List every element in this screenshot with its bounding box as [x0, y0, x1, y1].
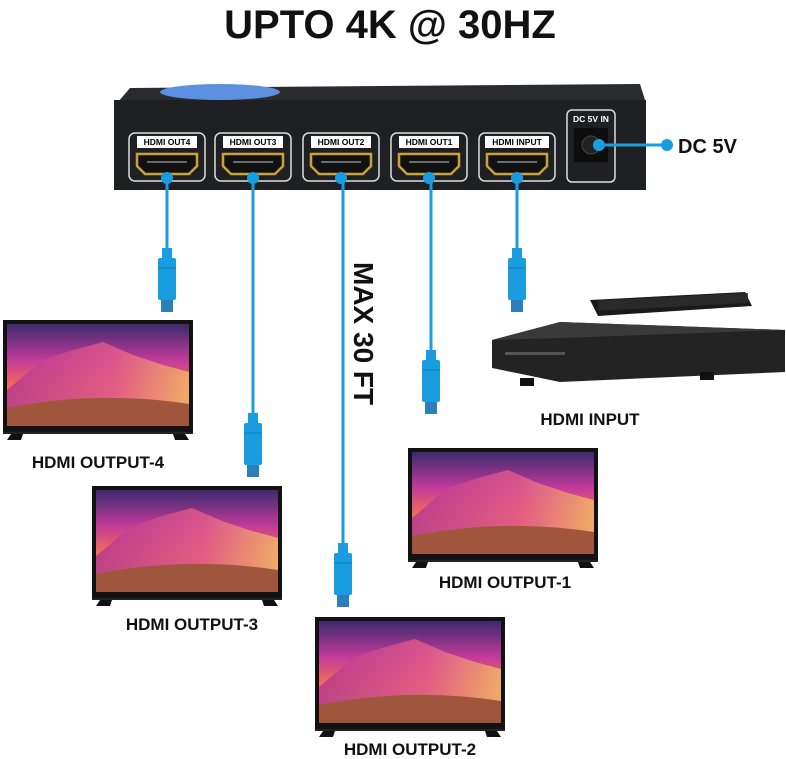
- hdmi-plug-input: [507, 247, 527, 313]
- svg-text:HDMI INPUT: HDMI INPUT: [492, 137, 542, 147]
- port-input: HDMI INPUT: [477, 131, 557, 183]
- hdmi-plug-out4: [157, 247, 177, 313]
- label-output-1: HDMI OUTPUT-1: [439, 573, 571, 592]
- title: UPTO 4K @ 30HZ: [224, 3, 556, 47]
- power-port-label: DC 5V IN: [573, 114, 609, 124]
- cable-length-note: MAX 30 FT: [348, 262, 379, 405]
- hdmi-plug-out1: [421, 349, 441, 415]
- hdmi-plug-out3: [243, 412, 263, 478]
- dvd-player: [492, 292, 785, 386]
- power-connector: DC 5V: [593, 136, 738, 158]
- tv-output-1: [408, 448, 598, 568]
- tv-output-3: [92, 486, 282, 606]
- svg-text:HDMI OUT3: HDMI OUT3: [230, 137, 277, 147]
- hdmi-splitter-device: DC 5V IN HDMI OUT4 HDMI OUT3 HDMI OUT2 H…: [114, 84, 646, 190]
- label-output-4: HDMI OUTPUT-4: [32, 453, 165, 472]
- label-output-3: HDMI OUTPUT-3: [126, 615, 258, 634]
- port-out2: HDMI OUT2: [301, 131, 381, 183]
- svg-text:HDMI OUT1: HDMI OUT1: [406, 137, 453, 147]
- tv-output-2: [315, 617, 505, 737]
- port-out1: HDMI OUT1: [389, 131, 469, 183]
- tv-output-4: [3, 320, 193, 440]
- label-output-2: HDMI OUTPUT-2: [344, 740, 476, 759]
- hdmi-plug-out2: [333, 542, 353, 608]
- port-out4: HDMI OUT4: [127, 131, 207, 183]
- label-input: HDMI INPUT: [540, 410, 640, 429]
- port-out3: HDMI OUT3: [213, 131, 293, 183]
- power-label: DC 5V: [678, 136, 738, 158]
- svg-text:HDMI OUT2: HDMI OUT2: [318, 137, 365, 147]
- hdmi-cables: [165, 178, 519, 545]
- svg-text:HDMI OUT4: HDMI OUT4: [144, 137, 191, 147]
